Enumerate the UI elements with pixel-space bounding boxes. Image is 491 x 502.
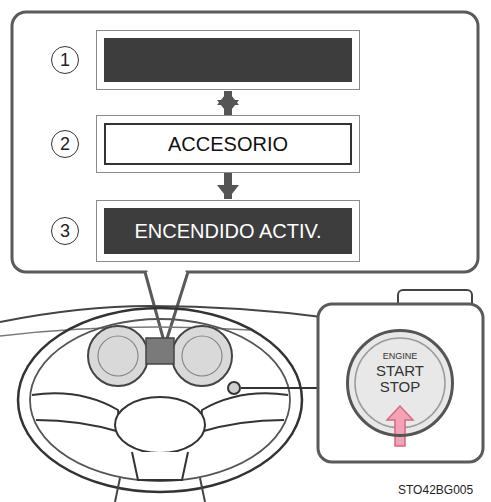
wheel-spoke <box>200 393 288 432</box>
callout-number: 2 <box>51 130 79 158</box>
mode-bar-dark: ENCENDIDO ACTIV. <box>104 208 352 254</box>
detail-panel <box>318 304 483 462</box>
mode-box: ENCENDIDO ACTIV.3 <box>96 200 360 262</box>
callout-panel <box>12 12 478 272</box>
mode-label: ACCESORIO <box>168 133 288 156</box>
wheel-hub <box>115 397 205 453</box>
gauge <box>88 326 148 386</box>
mode-label: ENCENDIDO ACTIV. <box>134 220 321 243</box>
mode-box: 1 <box>96 30 360 90</box>
figure-code: STO42BG005 <box>398 483 473 497</box>
gauge-ring <box>98 336 138 376</box>
wheel-spoke <box>132 452 188 480</box>
wheel-spoke <box>32 393 120 432</box>
mode-bar-light: ACCESORIO <box>104 123 352 165</box>
mode-bar-dark <box>104 38 352 82</box>
center-display <box>146 338 174 364</box>
start-button: ENGINE START STOP <box>346 329 454 437</box>
gauge-ring <box>182 336 222 376</box>
steering-wheel <box>18 308 302 492</box>
button-legend: ENGINE <box>371 352 429 361</box>
button-legend: START STOP <box>371 363 429 395</box>
steering-column <box>115 478 205 502</box>
callout-number: 3 <box>51 217 79 245</box>
callout-number: 1 <box>51 46 79 74</box>
gauge <box>172 326 232 386</box>
leader-line <box>241 387 318 389</box>
start-button-small <box>228 382 240 394</box>
flow-arrow <box>224 91 232 100</box>
steering-wheel-inner <box>30 319 290 481</box>
press-arrow <box>387 406 413 446</box>
pointer-joint <box>148 270 186 274</box>
mode-box: ACCESORIO2 <box>96 115 360 173</box>
